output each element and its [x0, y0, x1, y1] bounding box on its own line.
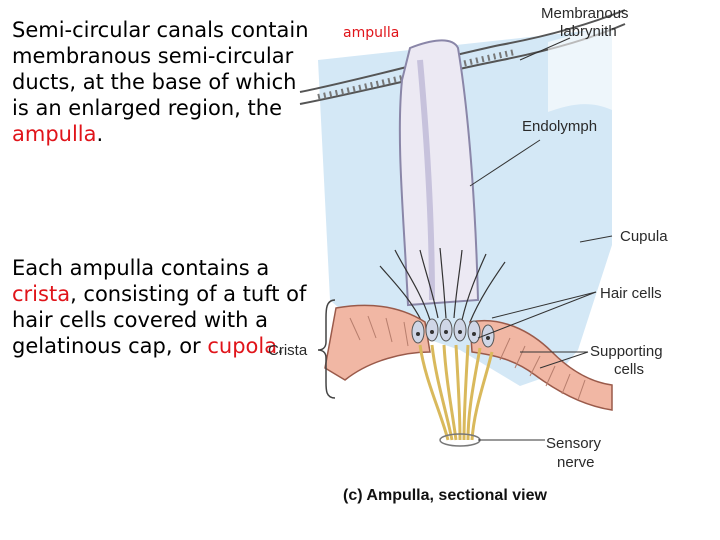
crista-text-start: Each ampulla contains a — [12, 256, 270, 280]
cupula-shape — [398, 39, 480, 307]
crista-term: crista — [12, 282, 71, 306]
wall-highlight — [548, 24, 612, 112]
crista-label: Crista — [268, 342, 308, 359]
sensory-nerve-label-1: Sensory — [546, 435, 602, 452]
crista-text-middle: , consisting of a tuft of hair cells cov… — [12, 282, 307, 358]
intro-paragraph: Semi-circular canals contain membranous … — [12, 17, 312, 147]
cupola-term: cupola — [207, 334, 278, 358]
hair-cells-label: Hair cells — [600, 285, 662, 302]
crista-bracket — [317, 299, 336, 399]
crista-paragraph: Each ampulla contains a crista, consisti… — [12, 255, 312, 359]
supporting-cells-label-2: cells — [614, 361, 644, 378]
cupula-label: Cupula — [620, 228, 668, 245]
membranous-wall — [299, 9, 626, 93]
cupula-shading — [417, 59, 435, 301]
diagram-caption: (c) Ampulla, sectional view — [343, 487, 547, 504]
hair-bundles — [379, 247, 506, 323]
supporting-cells-label-1: Supporting — [590, 343, 663, 360]
intro-period: . — [96, 122, 104, 146]
sensory-nerve-label-2: nerve — [557, 454, 595, 471]
ampulla-term: ampulla — [12, 122, 97, 146]
membranous-labyrinth-label-2: labrynith — [560, 23, 617, 40]
crista-right-arm — [469, 319, 613, 411]
sensory-nerve — [418, 344, 494, 441]
ampulla-label: ampulla — [343, 25, 399, 41]
endolymph-label: Endolymph — [522, 118, 597, 135]
supporting-cell-texture — [349, 315, 586, 401]
membranous-labyrinth-label-1: Membranous — [541, 5, 629, 22]
intro-text: Semi-circular canals contain membranous … — [12, 18, 309, 120]
crista-period: . — [277, 334, 284, 358]
leader-lines — [469, 37, 613, 441]
hair-cell-row — [411, 318, 495, 348]
crista-left-arm — [324, 304, 431, 381]
